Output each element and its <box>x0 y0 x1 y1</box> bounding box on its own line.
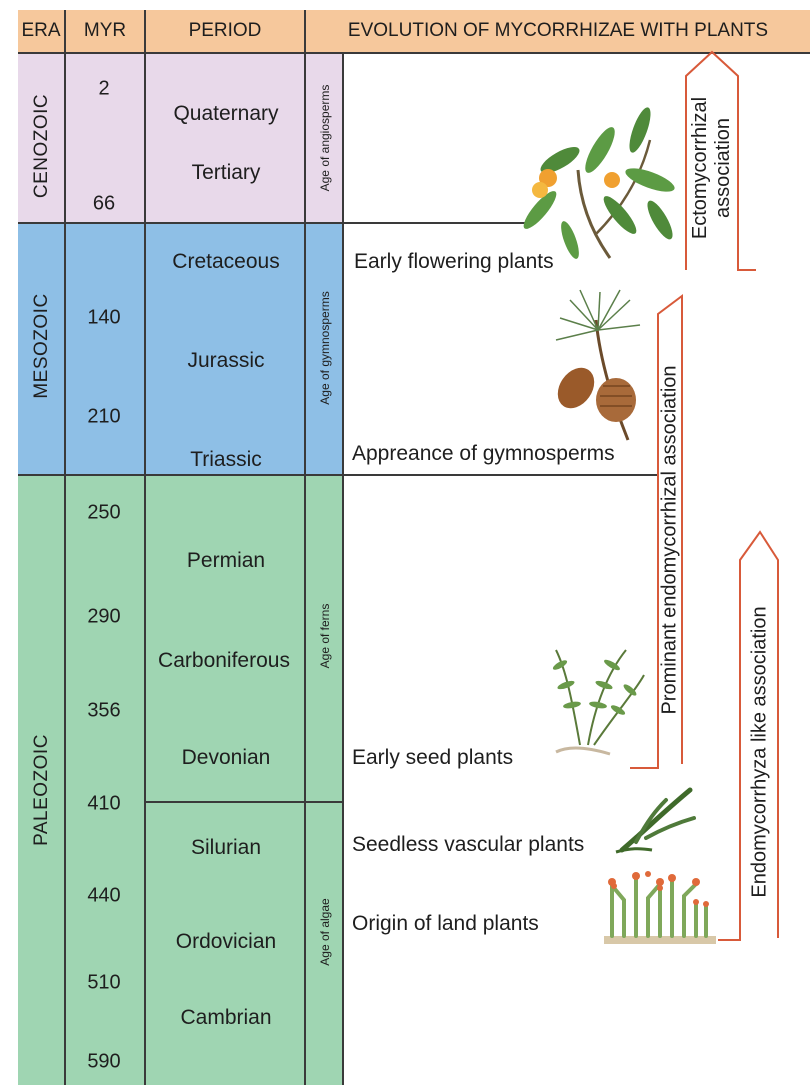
flowering-plant-icon <box>519 105 677 261</box>
pine-branch-icon <box>550 290 640 440</box>
fern-icon <box>552 650 644 754</box>
ecto-line1: Ectomycorrhizal <box>689 97 711 239</box>
early-land-plants-icon <box>604 871 716 944</box>
ectomycorrhizal-association-label: Ectomycorrhizal association <box>689 97 735 239</box>
ecto-line2: association <box>712 118 734 218</box>
seedless-vascular-plant-icon <box>616 790 694 852</box>
endomycorrhyza-like-label: Endomycorrhyza like association <box>749 606 772 897</box>
prominent-endomycorrhizal-label: Prominant endomycorrhizal association <box>659 365 682 714</box>
